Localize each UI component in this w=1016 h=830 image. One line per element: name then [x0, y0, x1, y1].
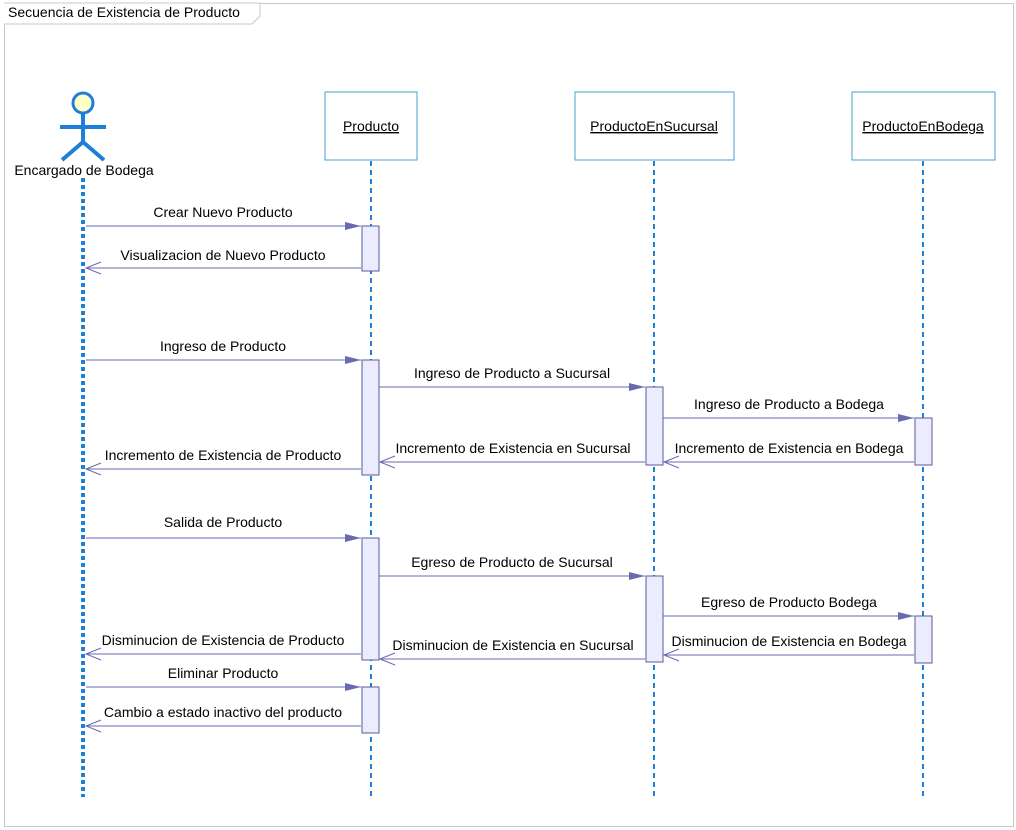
message-label: Disminucion de Existencia en Bodega — [671, 633, 906, 649]
stick-figure-actor-icon — [60, 91, 106, 162]
activation-bar — [361, 537, 380, 661]
lifelines — [81, 161, 924, 797]
message-label: Salida de Producto — [164, 514, 283, 530]
message-salida-de-producto[interactable]: Salida de Producto — [86, 514, 361, 542]
open-arrowhead-icon — [662, 455, 680, 469]
open-arrowhead-icon — [84, 462, 102, 476]
message-cambio-estado-inactivo[interactable]: Cambio a estado inactivo del producto — [84, 704, 361, 733]
activation-bar — [914, 417, 933, 466]
filled-arrowhead-icon — [345, 222, 361, 230]
message-label: Egreso de Producto de Sucursal — [411, 554, 613, 570]
filled-arrowhead-icon — [898, 414, 914, 422]
message-label: Disminucion de Existencia en Sucursal — [392, 637, 633, 653]
object-producto[interactable]: Producto — [324, 91, 418, 161]
message-label: Incremento de Existencia de Producto — [105, 447, 342, 463]
open-arrowhead-icon — [378, 455, 396, 469]
activation-bar — [361, 225, 380, 272]
actor[interactable]: Encargado de Bodega — [14, 91, 154, 178]
message-label: Crear Nuevo Producto — [153, 204, 293, 220]
object-producto-name: Producto — [343, 118, 399, 134]
filled-arrowhead-icon — [629, 572, 645, 580]
message-label: Incremento de Existencia en Bodega — [675, 440, 904, 456]
message-label: Incremento de Existencia en Sucursal — [395, 440, 630, 456]
message-incremento-existencia-sucursal[interactable]: Incremento de Existencia en Sucursal — [378, 440, 645, 469]
object-producto-en-sucursal[interactable]: ProductoEnSucursal — [574, 91, 735, 161]
message-crear-nuevo-producto[interactable]: Crear Nuevo Producto — [86, 204, 361, 230]
open-arrowhead-icon — [378, 652, 396, 666]
message-ingreso-producto-bodega[interactable]: Ingreso de Producto a Bodega — [663, 396, 914, 422]
message-disminucion-existencia-producto[interactable]: Disminucion de Existencia de Producto — [84, 632, 361, 661]
message-visualizacion-nuevo-producto[interactable]: Visualizacion de Nuevo Producto — [84, 247, 361, 275]
activations — [361, 225, 933, 734]
open-arrowhead-icon — [84, 261, 102, 275]
message-label: Eliminar Producto — [168, 665, 279, 681]
activation-bar — [361, 359, 380, 476]
message-label: Visualizacion de Nuevo Producto — [120, 247, 325, 263]
activation-bar — [645, 575, 664, 663]
object-sucursal-name: ProductoEnSucursal — [590, 118, 718, 134]
open-arrowhead-icon — [84, 647, 102, 661]
message-ingreso-producto-sucursal[interactable]: Ingreso de Producto a Sucursal — [379, 365, 645, 391]
diagram-frame — [4, 3, 1014, 827]
open-arrowhead-icon — [662, 648, 680, 662]
message-ingreso-de-producto[interactable]: Ingreso de Producto — [86, 338, 361, 364]
message-incremento-existencia-bodega[interactable]: Incremento de Existencia en Bodega — [662, 440, 914, 469]
message-label: Ingreso de Producto a Bodega — [694, 396, 884, 412]
filled-arrowhead-icon — [345, 356, 361, 364]
filled-arrowhead-icon — [345, 683, 361, 691]
open-arrowhead-icon — [84, 719, 102, 733]
message-eliminar-producto[interactable]: Eliminar Producto — [86, 665, 361, 691]
message-label: Ingreso de Producto — [160, 338, 286, 354]
diagram-title: Secuencia de Existencia de Producto — [8, 4, 240, 20]
filled-arrowhead-icon — [629, 383, 645, 391]
actor-name: Encargado de Bodega — [14, 162, 154, 178]
object-producto-en-bodega[interactable]: ProductoEnBodega — [851, 91, 996, 161]
message-egreso-producto-sucursal[interactable]: Egreso de Producto de Sucursal — [379, 554, 645, 580]
message-label: Disminucion de Existencia de Producto — [102, 632, 345, 648]
filled-arrowhead-icon — [898, 612, 914, 620]
activation-bar — [361, 686, 380, 734]
message-disminucion-existencia-sucursal[interactable]: Disminucion de Existencia en Sucursal — [378, 637, 645, 666]
diagram-title-tab: Secuencia de Existencia de Producto — [4, 2, 261, 25]
activation-bar — [914, 615, 933, 664]
message-disminucion-existencia-bodega[interactable]: Disminucion de Existencia en Bodega — [662, 633, 914, 662]
message-label: Cambio a estado inactivo del producto — [104, 704, 342, 720]
object-bodega-name: ProductoEnBodega — [862, 118, 984, 134]
message-incremento-existencia-producto[interactable]: Incremento de Existencia de Producto — [84, 447, 361, 476]
filled-arrowhead-icon — [345, 534, 361, 542]
message-label: Egreso de Producto Bodega — [701, 594, 877, 610]
activation-bar — [645, 386, 664, 466]
message-label: Ingreso de Producto a Sucursal — [414, 365, 610, 381]
message-egreso-producto-bodega[interactable]: Egreso de Producto Bodega — [663, 594, 914, 620]
